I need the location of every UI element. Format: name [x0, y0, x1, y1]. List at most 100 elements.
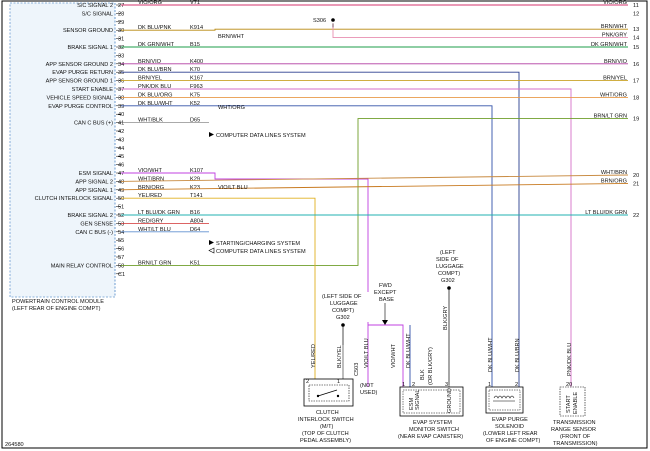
right-pin-wire-color: WHT/BRN — [601, 170, 627, 176]
clutch-pin-1: 1 — [337, 379, 340, 385]
esm-pin-3: 3 — [445, 382, 448, 388]
pin-number: 27 — [118, 3, 124, 9]
wires — [120, 4, 629, 387]
esm-pin-label-ground: GROUND — [447, 388, 453, 413]
evap-monitor-switch — [399, 386, 464, 417]
pin-number: 31 — [118, 37, 124, 43]
right-pin-number: 21 — [633, 181, 639, 187]
right-pin-12: 12 — [633, 11, 639, 17]
pin-number: 51 — [118, 205, 124, 211]
right-pin-wire-color: BRN/YEL — [603, 76, 627, 82]
pin-number: 48 — [118, 179, 124, 185]
pin-wire-color: BRN/YEL — [138, 76, 162, 82]
esm-pin-label-signal: SIGNAL — [415, 389, 421, 410]
evap-monitor-label-1: EVAP SYSTEM — [413, 420, 452, 426]
pin-wire-color: BRN/LT GRN — [138, 260, 171, 266]
ground-left-2: LUGGAGE — [330, 301, 358, 307]
wire-wht-brn — [120, 174, 629, 182]
splice-dot — [331, 18, 335, 22]
right-pin-wire-color: BRN/LT GRN — [594, 114, 627, 120]
pin-number: 35 — [118, 70, 124, 76]
vlabel-vio-lt-blu: VIO/LT BLU — [364, 338, 370, 368]
pin-row-44: 44 — [116, 146, 124, 152]
purge-label-3: (LOWER LEFT REAR — [483, 431, 538, 437]
pin-wire-color: BRN/ORG — [138, 185, 164, 191]
pin-number: 46 — [118, 163, 124, 169]
vlabel-not-used-2: USED) — [360, 390, 378, 396]
ref-can-plus: COMPUTER DATA LINES SYSTEM — [216, 133, 306, 139]
ground-right-3: LUGGAGE — [436, 264, 464, 270]
fwd-note-1: FWD — [379, 283, 392, 289]
pin-number: 36 — [118, 79, 124, 85]
right-pin-wire-color: BRN/VIO — [604, 59, 628, 65]
fwd-note-2: EXCEPT — [374, 290, 397, 296]
ground-left-1: (LEFT SIDE OF — [322, 294, 362, 300]
right-pin-number: 14 — [633, 36, 639, 42]
ground-right-5: G302 — [441, 278, 455, 284]
pin-wire-color: WHT/BRN — [138, 176, 164, 182]
ref-arrow-can-plus — [209, 132, 214, 137]
pin-number: 38 — [118, 95, 124, 101]
pin-row-43: 43 — [116, 137, 124, 143]
trs-pin-label-enable: ENABLE — [573, 392, 579, 414]
right-pin-wire-color: BRN/ORG — [601, 178, 627, 184]
pin-circuit-id: B16 — [190, 210, 200, 216]
pin-wire-color: WHT/BLK — [138, 118, 163, 124]
pin-function-label: START ENABLE — [72, 87, 114, 93]
mid-wire-brn-wht: BRN/WHT — [218, 34, 245, 40]
pin-number: 54 — [118, 230, 124, 236]
pin-number: 55 — [118, 238, 124, 244]
pin-circuit-id: B15 — [190, 42, 200, 48]
pcm-title: POWERTRAIN CONTROL MODULE — [12, 299, 104, 305]
pin-circuit-id: K51 — [190, 260, 200, 266]
clutch-label-3: (M/T) — [320, 424, 333, 430]
pin-wire-color: WHT/LT BLU — [138, 227, 171, 233]
right-pin-21: 21 BRN/ORG — [601, 178, 639, 187]
pin-circuit-id: T141 — [190, 193, 203, 199]
pin-row-C1: C1 — [116, 272, 125, 278]
pin-wire-color: PNK/DK BLU — [138, 84, 171, 90]
pin-circuit-id: A804 — [190, 218, 203, 224]
vlabel-vio-wht: VIO/WHT — [391, 343, 397, 368]
pin-circuit-id: D64 — [190, 227, 200, 233]
pin-row-57: 57 — [116, 255, 124, 261]
pin-number: 53 — [118, 221, 124, 227]
pin-circuit-id: D65 — [190, 118, 200, 124]
vlabel-blk-alt: (OR BLK/GRY) — [428, 347, 434, 385]
pin-number: 37 — [118, 87, 124, 93]
pin-row-51: 51 — [116, 205, 124, 211]
pin-circuit-id: K29 — [190, 176, 200, 182]
ground-left-symbol — [341, 323, 345, 345]
purge-label-2: SOLENOID — [495, 424, 524, 430]
pin-number: 33 — [118, 53, 124, 59]
right-pin-wire-color: DK GRN/WHT — [591, 42, 628, 48]
pin-number: 45 — [118, 154, 124, 160]
mid-wire-vio-lt-blu: VIO/LT BLU — [218, 185, 248, 191]
pin-circuit-id: K52 — [190, 101, 200, 107]
pin-number: 52 — [118, 213, 124, 219]
wire-brn-wht — [121, 28, 628, 31]
right-pin-wire-color: LT BLU/DK GRN — [585, 210, 627, 216]
right-pin-wire-color: VIO/ORG — [603, 0, 627, 6]
pin-wire-color: DK BLU/BRN — [138, 67, 172, 73]
fwd-note-arrow — [382, 320, 388, 325]
transmission-range-sensor — [559, 386, 586, 417]
right-pin-number: 13 — [633, 27, 639, 33]
pin-function-label: S/C SIGNAL — [82, 11, 113, 17]
pin-circuit-id: K75 — [190, 92, 200, 98]
evap-monitor-label-2: MONITOR SWITCH — [409, 427, 459, 433]
ref-arrow-gen-sense — [209, 240, 214, 245]
trs-pin-20: 20 — [566, 382, 572, 388]
